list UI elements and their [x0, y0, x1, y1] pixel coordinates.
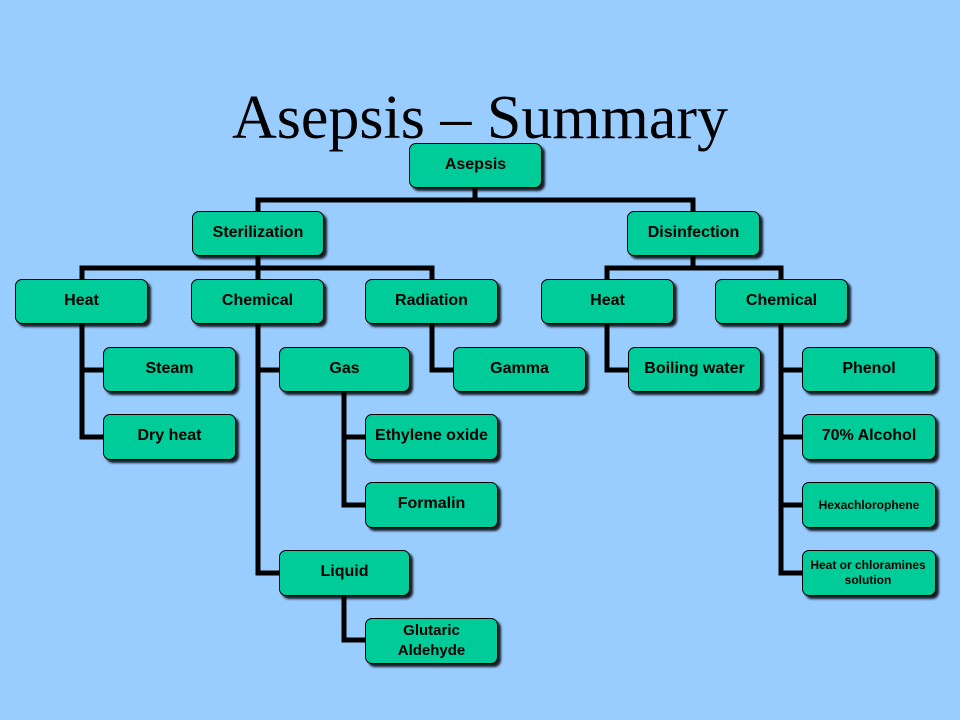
node-dry-heat: Dry heat [103, 414, 236, 460]
node-label: 70% Alcohol [821, 427, 917, 444]
node-phenol: Phenol [802, 347, 936, 392]
node-label: Gas [329, 360, 360, 377]
node-label: Liquid [320, 563, 369, 580]
node-hexachlorophene: Hexachlorophene [802, 482, 936, 528]
node-ethylene-oxide: Ethylene oxide [365, 414, 498, 460]
node-heat-or-chloramines: Heat or chloramines solution [802, 550, 936, 596]
node-radiation: Radiation [365, 279, 498, 324]
node-glutaric-aldehyde: Glutaric Aldehyde [365, 618, 498, 664]
node-label: Dry heat [137, 427, 202, 444]
node-disinfection: Disinfection [627, 211, 760, 256]
node-label: Glutaric Aldehyde [397, 622, 466, 659]
node-label: Asepsis [444, 156, 507, 173]
node-label: Heat [590, 292, 625, 309]
node-label: Disinfection [647, 224, 740, 241]
node-label: Phenol [842, 360, 896, 377]
node-label: Heat [64, 292, 99, 309]
node-disinfection-heat: Heat [541, 279, 674, 324]
node-disinfection-chemical: Chemical [715, 279, 848, 324]
node-liquid: Liquid [279, 550, 410, 596]
node-label: Ethylene oxide [375, 427, 488, 444]
node-boiling-water: Boiling water [628, 347, 761, 392]
node-sterilization-chemical: Chemical [191, 279, 324, 324]
node-steam: Steam [103, 347, 236, 392]
node-gas: Gas [279, 347, 410, 392]
node-formalin: Formalin [365, 482, 498, 528]
node-gamma: Gamma [453, 347, 586, 392]
page-title: Asepsis – Summary [232, 84, 728, 152]
node-label: Hexachlorophene [818, 497, 920, 512]
node-sterilization-heat: Heat [15, 279, 148, 324]
node-70-alcohol: 70% Alcohol [802, 414, 936, 460]
node-asepsis: Asepsis [409, 143, 542, 188]
node-label: Sterilization [212, 224, 304, 241]
node-label: Formalin [397, 495, 466, 512]
node-label: Boiling water [644, 360, 745, 377]
node-label: Chemical [221, 292, 294, 309]
node-label: Radiation [395, 292, 468, 309]
node-label: Gamma [490, 360, 549, 377]
node-label: Steam [145, 360, 194, 377]
node-label: Heat or chloramines solution [810, 558, 926, 587]
node-label: Chemical [745, 292, 818, 309]
node-sterilization: Sterilization [192, 211, 324, 256]
